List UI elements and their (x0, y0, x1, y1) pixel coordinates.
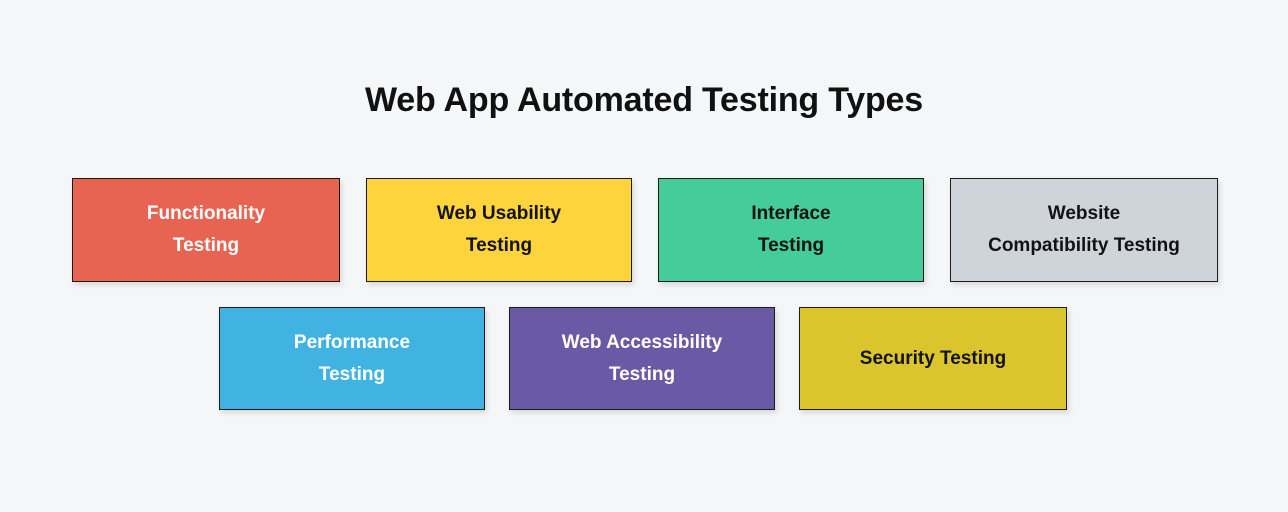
card-label-line-1: Functionality (146, 203, 266, 224)
card-web-usability-testing[interactable]: Web Usability Testing (366, 178, 632, 282)
card-web-accessibility-testing-label: Web Accessibility Testing (562, 327, 723, 391)
card-label-line-1: Website (1047, 203, 1121, 224)
card-functionality-testing-label: Functionality Testing (147, 198, 265, 262)
card-website-compatibility-testing[interactable]: Website Compatibility Testing (950, 178, 1218, 282)
card-performance-testing-label: Performance Testing (294, 327, 410, 391)
card-label-line-1: Web Accessibility (561, 331, 723, 353)
card-security-testing-label: Security Testing (860, 343, 1006, 375)
card-label-line-2: Compatibility Testing (988, 235, 1180, 256)
card-interface-testing-label: Interface Testing (751, 198, 830, 262)
card-label-line-1: Security Testing (859, 347, 1007, 369)
card-interface-testing[interactable]: Interface Testing (658, 178, 924, 282)
card-label-line-1: Web Usability (436, 203, 562, 224)
card-label-line-2: Testing (465, 235, 533, 256)
card-label-line-2: Testing (318, 363, 386, 385)
card-functionality-testing[interactable]: Functionality Testing (72, 178, 340, 282)
card-label-line-2: Testing (757, 235, 825, 256)
testing-types-row-two: Performance Testing Web Accessibility Te… (219, 307, 1067, 410)
card-security-testing[interactable]: Security Testing (799, 307, 1067, 410)
card-label-line-1: Interface (751, 203, 831, 224)
card-performance-testing[interactable]: Performance Testing (219, 307, 485, 410)
testing-types-row-one: Functionality Testing Web Usability Test… (72, 178, 1218, 282)
card-web-accessibility-testing[interactable]: Web Accessibility Testing (509, 307, 775, 410)
card-website-compatibility-testing-label: Website Compatibility Testing (988, 198, 1180, 262)
card-label-line-2: Testing (172, 235, 240, 256)
page-title: Web App Automated Testing Types (365, 81, 923, 119)
card-label-line-2: Testing (608, 363, 676, 385)
card-label-line-1: Performance (293, 331, 411, 353)
card-web-usability-testing-label: Web Usability Testing (437, 198, 561, 262)
